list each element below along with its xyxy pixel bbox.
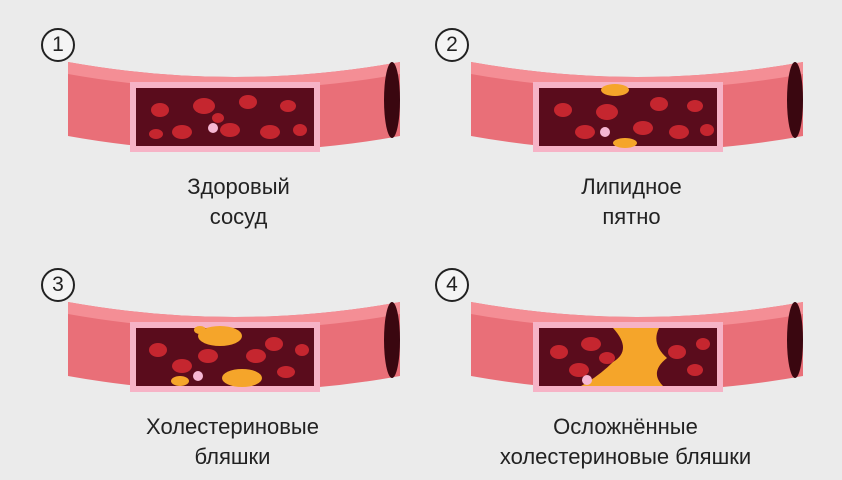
panel-caption: Липидное пятно [581,174,682,229]
panel-caption: Осложнённые холестериновые бляшки [499,414,752,469]
step-number-badge: 2 [435,28,469,62]
complicated-plaque-vessel-illustration [471,302,803,392]
step-number-badge: 4 [435,268,469,302]
panel-healthy-vessel: 1 Здоровый сосуд [0,0,421,240]
cholesterol-plaque-vessel-illustration [68,302,400,392]
panel-caption: Холестериновые бляшки [146,414,319,469]
panel-complicated-plaque: 4 Осложнённые холестериновые бляшки [421,240,842,480]
step-number-badge: 1 [41,28,75,62]
lipid-spot-vessel-illustration [471,62,803,152]
panel-caption: Здоровый сосуд [187,174,290,229]
step-number-badge: 3 [41,268,75,302]
panel-cholesterol-plaque: 3 Холестериновые бляшки [0,240,421,480]
panel-lipid-spot: 2 Липидное пятно [421,0,842,240]
healthy-vessel-illustration [68,62,400,152]
